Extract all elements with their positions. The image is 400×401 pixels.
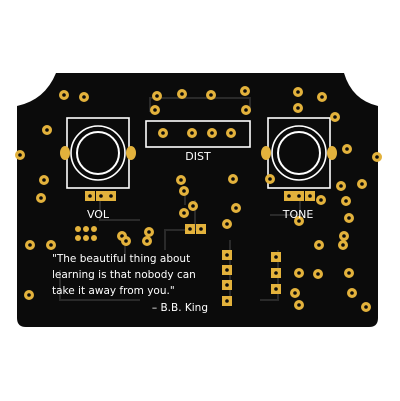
- drill-hole: [243, 89, 247, 93]
- drill-hole: [320, 95, 324, 99]
- drill-hole: [225, 253, 229, 257]
- pcb-board: [17, 73, 378, 327]
- drill-hole: [317, 243, 321, 247]
- drill-hole: [350, 291, 354, 295]
- drill-hole: [45, 128, 49, 132]
- drill-hole: [364, 305, 368, 309]
- mounting-tab: [60, 146, 70, 160]
- drill-hole: [339, 184, 343, 188]
- quote-line-2: learning is that nobody can: [52, 269, 196, 281]
- drill-hole: [42, 178, 46, 182]
- drill-hole: [225, 299, 229, 303]
- small-pad: [75, 235, 81, 241]
- mounting-tab: [261, 146, 271, 160]
- tone-label: TONE: [282, 208, 314, 221]
- drill-hole: [344, 199, 348, 203]
- drill-hole: [180, 92, 184, 96]
- drill-hole: [342, 234, 346, 238]
- drill-hole: [296, 106, 300, 110]
- pot-shaft-ring: [277, 131, 321, 175]
- drill-hole: [199, 227, 203, 231]
- drill-hole: [293, 291, 297, 295]
- drill-hole: [297, 219, 301, 223]
- drill-hole: [145, 239, 149, 243]
- drill-hole: [182, 211, 186, 215]
- small-pad: [91, 226, 97, 232]
- drill-hole: [27, 293, 31, 297]
- drill-hole: [274, 271, 278, 275]
- quote-attribution: – B.B. King: [152, 302, 208, 314]
- drill-hole: [82, 95, 86, 99]
- drill-hole: [360, 182, 364, 186]
- small-pad: [91, 235, 97, 241]
- drill-hole: [191, 204, 195, 208]
- small-pad: [75, 226, 81, 232]
- drill-hole: [182, 189, 186, 193]
- pot-shaft-ring: [76, 131, 120, 175]
- drill-hole: [49, 243, 53, 247]
- drill-hole: [153, 108, 157, 112]
- drill-hole: [347, 271, 351, 275]
- drill-hole: [297, 303, 301, 307]
- drill-hole: [147, 230, 151, 234]
- drill-hole: [225, 268, 229, 272]
- drill-hole: [297, 271, 301, 275]
- mounting-tab: [327, 146, 337, 160]
- small-pad: [83, 226, 89, 232]
- drill-hole: [109, 194, 113, 198]
- drill-hole: [341, 243, 345, 247]
- mounting-tab: [126, 146, 136, 160]
- drill-hole: [234, 206, 238, 210]
- drill-hole: [39, 196, 43, 200]
- quote-line-1: "The beautiful thing about: [52, 253, 190, 265]
- drill-hole: [333, 115, 337, 119]
- drill-hole: [62, 93, 66, 97]
- dist-label: DIST: [185, 150, 211, 163]
- copper-pads: [15, 86, 382, 312]
- drill-hole: [209, 93, 213, 97]
- drill-hole: [225, 283, 229, 287]
- drill-hole: [287, 194, 291, 198]
- drill-hole: [274, 255, 278, 259]
- drill-hole: [88, 194, 92, 198]
- drill-hole: [120, 234, 124, 238]
- drill-hole: [268, 177, 272, 181]
- drill-hole: [28, 243, 32, 247]
- drill-hole: [347, 216, 351, 220]
- drill-hole: [297, 194, 301, 198]
- drill-hole: [188, 227, 192, 231]
- drill-hole: [161, 131, 165, 135]
- drill-hole: [155, 94, 159, 98]
- drill-hole: [308, 194, 312, 198]
- drill-hole: [231, 177, 235, 181]
- drill-hole: [179, 178, 183, 182]
- drill-hole: [124, 239, 128, 243]
- drill-hole: [18, 153, 22, 157]
- vol-label: VOL: [87, 208, 110, 221]
- drill-hole: [345, 147, 349, 151]
- drill-hole: [319, 198, 323, 202]
- drill-hole: [99, 194, 103, 198]
- drill-hole: [210, 131, 214, 135]
- drill-hole: [229, 131, 233, 135]
- drill-hole: [375, 155, 379, 159]
- drill-hole: [225, 222, 229, 226]
- drill-hole: [274, 287, 278, 291]
- small-pad: [83, 235, 89, 241]
- drill-hole: [296, 90, 300, 94]
- quote-line-3: take it away from you.": [52, 285, 175, 297]
- drill-hole: [316, 272, 320, 276]
- quote-block: "The beautiful thing about learning is t…: [52, 253, 208, 314]
- dist-switch-outline: [145, 120, 251, 148]
- drill-hole: [244, 108, 248, 112]
- drill-hole: [190, 131, 194, 135]
